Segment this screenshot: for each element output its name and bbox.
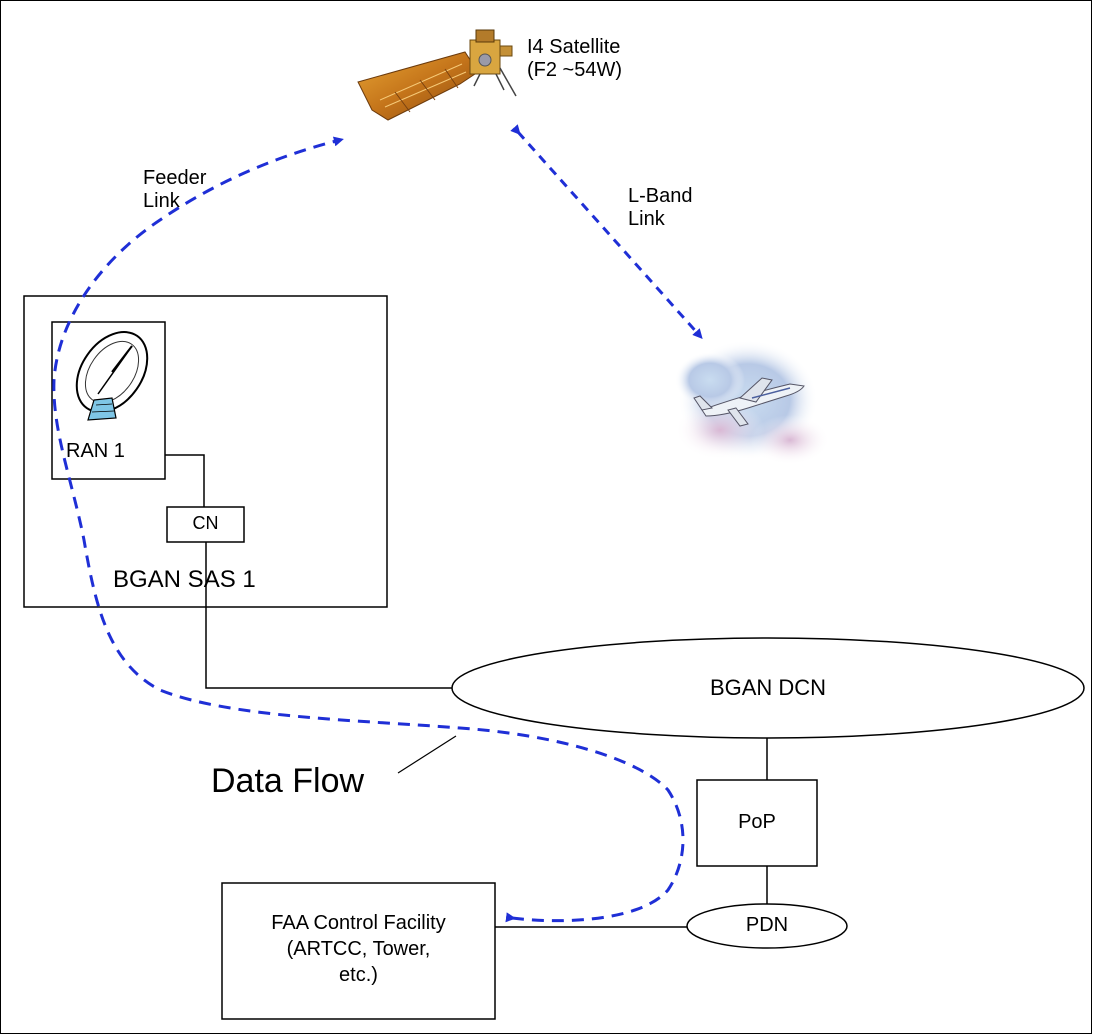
- data-flow-label: Data Flow: [211, 762, 365, 800]
- lband-link-line2: Link: [628, 208, 665, 230]
- feeder-link-line2: Link: [143, 190, 180, 212]
- ran-box: [51, 321, 166, 480]
- cn-label: CN: [192, 513, 219, 533]
- satellite-label: I4 Satellite (F2 ~54W): [527, 36, 622, 82]
- faa-label: FAA Control Facility (ARTCC, Tower, etc.…: [222, 910, 495, 988]
- sas-label: BGAN SAS 1: [113, 566, 256, 593]
- ran-label: RAN 1: [66, 440, 125, 462]
- pdn-label: PDN: [745, 914, 789, 936]
- lband-link-label: L-Band Link: [628, 185, 693, 231]
- satellite-name: I4 Satellite: [527, 36, 621, 58]
- airplane-icon: [675, 340, 830, 465]
- data-flow-pointer: [397, 735, 457, 774]
- feeder-link-label: Feeder Link: [143, 167, 206, 213]
- dcn-label: BGAN DCN: [709, 675, 827, 700]
- lband-link-line1: L-Band: [628, 185, 693, 207]
- feeder-link-line1: Feeder: [143, 167, 207, 189]
- pdn-ellipse: [686, 903, 848, 949]
- satellite-icon: [357, 29, 517, 121]
- faa-line2: (ARTCC, Tower,: [286, 938, 431, 960]
- cn-dcn-link: [205, 542, 452, 689]
- pop-label: PoP: [738, 811, 776, 833]
- ran-cn-link: [165, 454, 205, 507]
- faa-line1: FAA Control Facility: [271, 912, 446, 934]
- dish-antenna-icon: [75, 331, 149, 421]
- lband-link-arrow: [510, 124, 703, 339]
- data-flow-path: [52, 136, 685, 923]
- pop-box: [696, 779, 818, 867]
- faa-line3: etc.): [339, 964, 378, 986]
- satellite-position: (F2 ~54W): [527, 59, 623, 81]
